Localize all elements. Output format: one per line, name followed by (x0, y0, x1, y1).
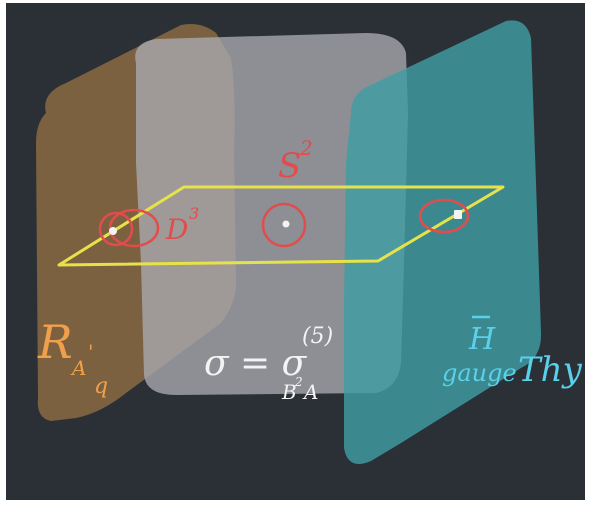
sigma-subscript-a: A (302, 380, 318, 404)
sigma-subscript-square: 2 (294, 375, 303, 389)
r-label: R (37, 315, 73, 369)
gauge-label: gauge (442, 359, 517, 387)
left-dot (109, 227, 117, 235)
hbar-label: H (468, 322, 496, 357)
r-subscript-prime: ' (88, 340, 94, 364)
thy-label: Thy (518, 350, 583, 390)
s2-exponent: 2 (299, 136, 313, 160)
d3-exponent: 3 (189, 204, 199, 223)
s2-label: S (278, 146, 301, 186)
chalkboard: S 2 D 3 R A ' q σ = σ (5) B 2 A H gauge … (6, 3, 585, 500)
d3-label: D (165, 213, 188, 246)
middle-dot (283, 221, 290, 228)
sigma-superscript: (5) (302, 324, 333, 349)
r-subscript-q: q (94, 374, 108, 399)
right-dot (454, 210, 462, 219)
r-subscript-a: A (70, 356, 86, 380)
sigma-formula: σ = σ (204, 343, 308, 384)
